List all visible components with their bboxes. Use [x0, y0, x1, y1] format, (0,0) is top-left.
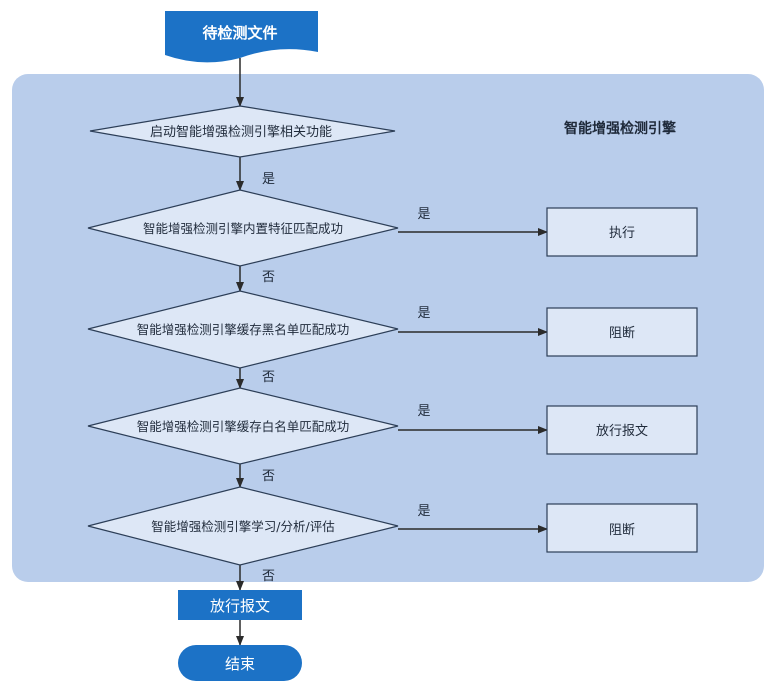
action-block-2	[546, 503, 698, 553]
d2-yes-label: 是	[417, 207, 430, 222]
end-label: 结束	[225, 655, 255, 673]
decision-5-label: 智能增强检测引擎学习/分析/评估	[151, 519, 334, 534]
action-execute	[546, 207, 698, 257]
start-label: 待检测文件	[202, 24, 277, 42]
end-node	[178, 645, 302, 681]
d5-no-label: 否	[262, 569, 275, 584]
decision-5	[87, 486, 399, 566]
pass-label: 放行报文	[210, 597, 270, 615]
d3-no-label: 否	[262, 370, 275, 385]
action-block-1-label: 阻断	[609, 326, 635, 341]
pass-node	[178, 590, 302, 620]
d4-yes-label: 是	[417, 404, 430, 419]
action-block-2-label: 阻断	[609, 523, 635, 538]
decision-4	[87, 387, 399, 465]
decision-3	[87, 290, 399, 369]
action-pass-packet	[546, 405, 698, 455]
action-block-1	[546, 307, 698, 357]
decision-1	[89, 105, 396, 158]
action-execute-label: 执行	[609, 226, 635, 241]
d2-no-label: 否	[262, 270, 275, 285]
start-node	[165, 11, 318, 63]
d1-yes-label: 是	[262, 172, 275, 187]
decision-2-label: 智能增强检测引擎内置特征匹配成功	[143, 221, 343, 236]
decision-3-label: 智能增强检测引擎缓存黑名单匹配成功	[137, 322, 350, 337]
engine-title: 智能增强检测引擎	[563, 120, 676, 137]
decision-4-label: 智能增强检测引擎缓存白名单匹配成功	[137, 419, 350, 434]
action-pass-packet-label: 放行报文	[596, 424, 648, 439]
d4-no-label: 否	[262, 469, 275, 484]
decision-2	[87, 189, 399, 267]
d5-yes-label: 是	[417, 504, 430, 519]
d3-yes-label: 是	[417, 306, 430, 321]
decision-1-label: 启动智能增强检测引擎相关功能	[150, 125, 332, 140]
